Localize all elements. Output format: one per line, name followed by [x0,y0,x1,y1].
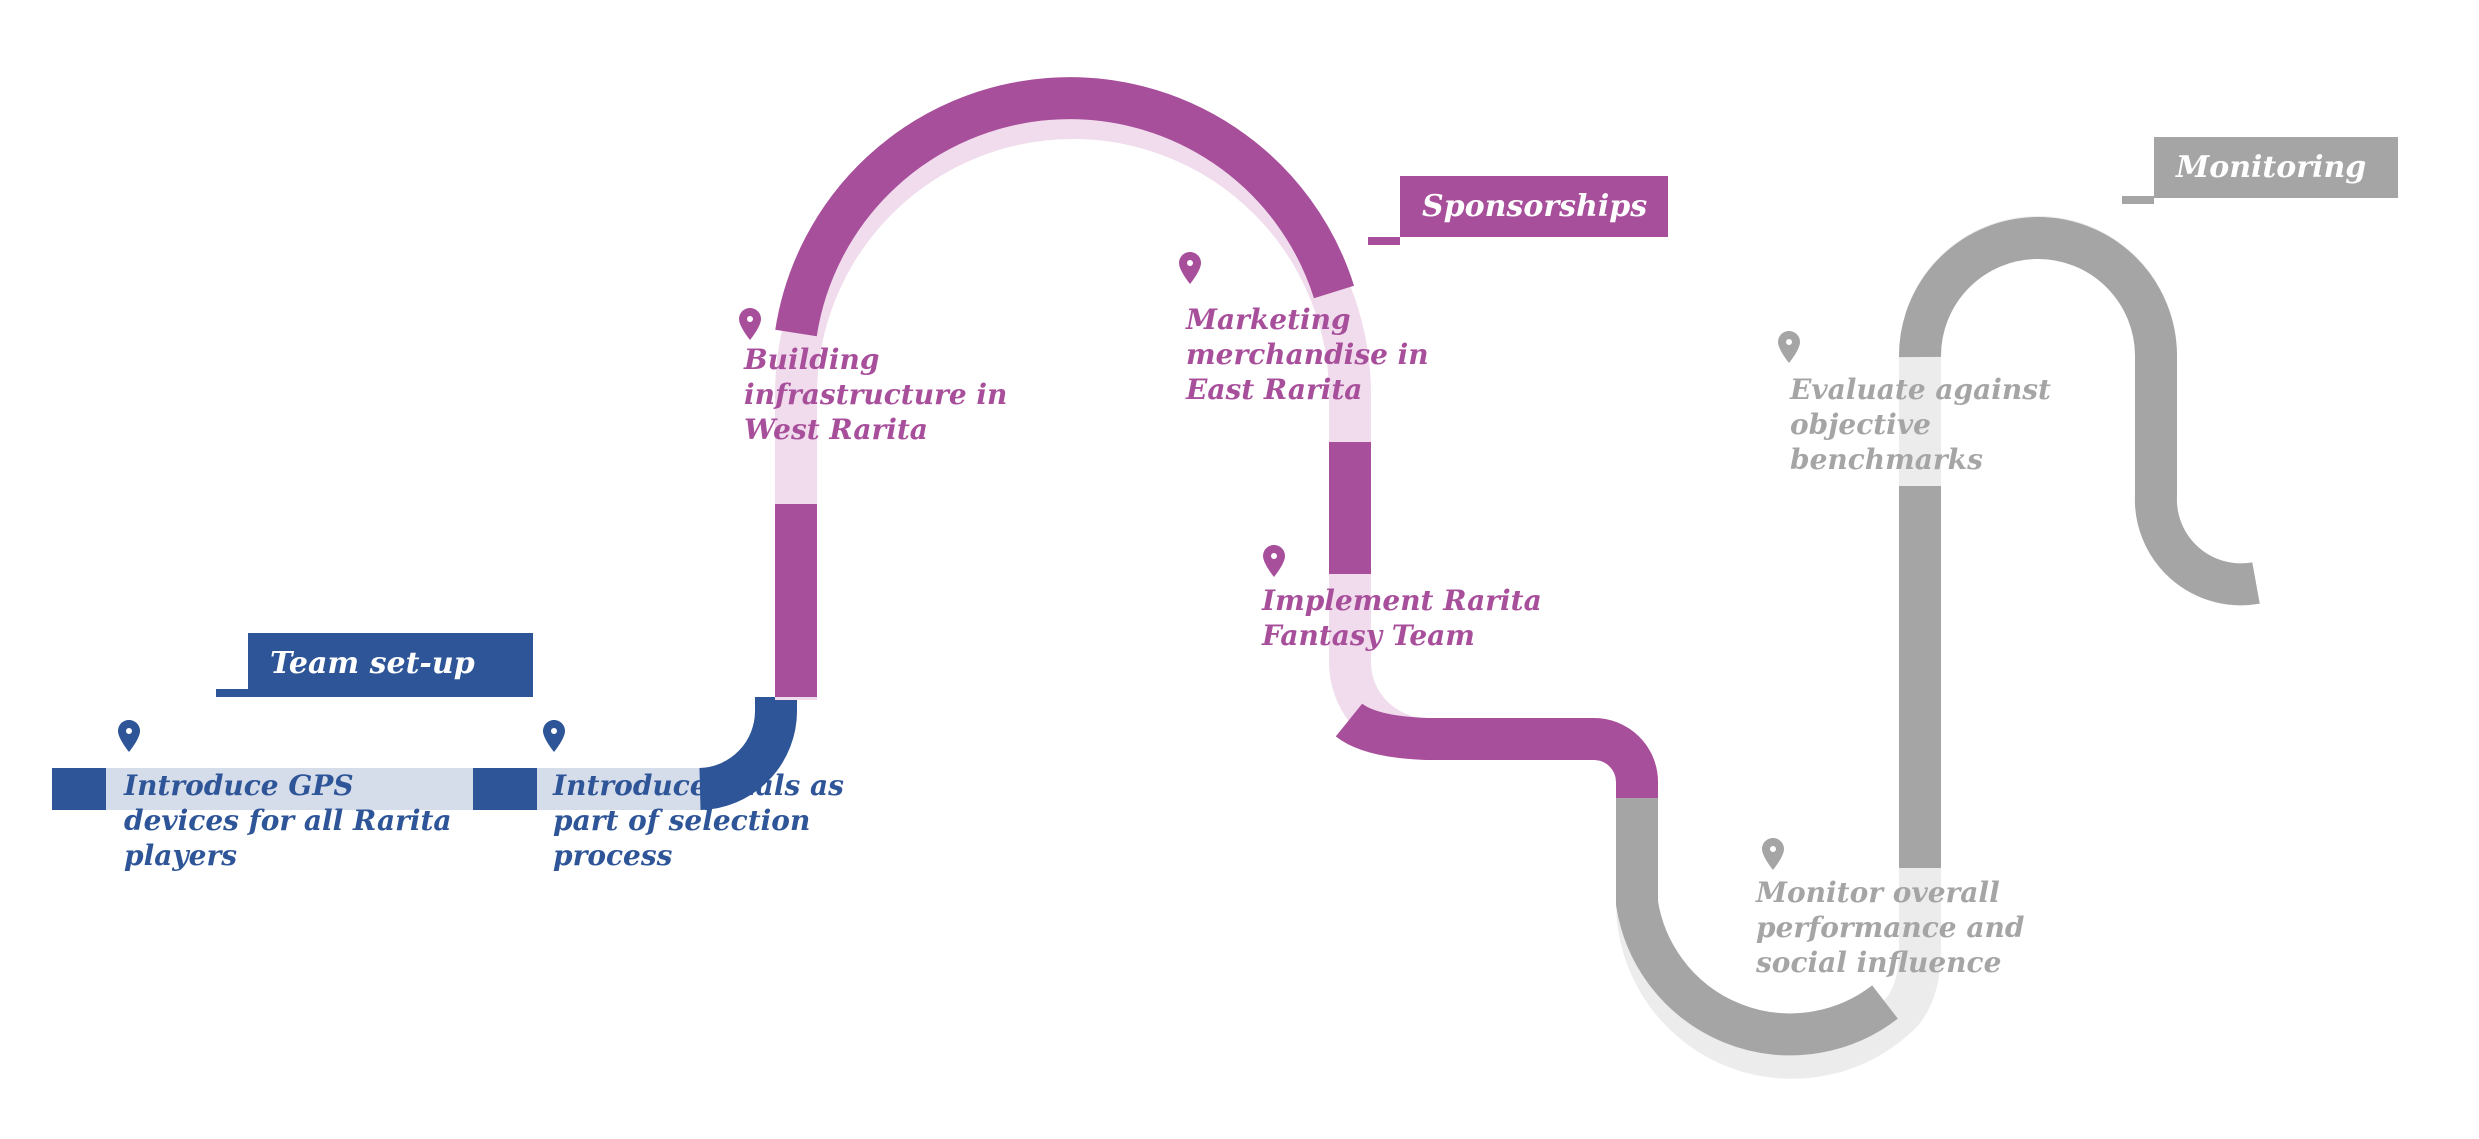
milestone-label-merchandise: Marketing merchandise in East Rarita [1186,303,1429,406]
road-segment-monitoring-dark-1 [1616,798,1898,1056]
tag-notch-sponsorships [1368,237,1400,245]
milestone-label-evaluate: Evaluate against objective benchmarks [1790,373,2051,476]
milestone-label-infrastructure: Building infrastructure in West Rarita [744,343,1008,446]
map-pin-icon [1762,838,1784,870]
map-pin-icon [739,308,761,340]
map-pin-icon [543,720,565,752]
map-pin-icon [1778,331,1800,363]
phase-tag-monitoring: Monitoring [2154,137,2398,198]
milestone-label-fantasy: Implement Rarita Fantasy Team [1262,584,1542,652]
milestone-label-gps: Introduce GPS devices for all Rarita pla… [124,769,452,872]
phase-title: Monitoring [2176,150,2367,185]
road-segment-monitoring-dark-3 [1898,217,2260,606]
map-pin-icon [1179,252,1201,284]
road-segment-sponsorships-dark-4 [1335,702,1658,800]
road-segment-sponsorships-dark-2 [775,77,1355,337]
tag-notch-team [216,689,248,697]
phase-tag-team-set-up: Team set-up [248,633,533,697]
phase-title: Team set-up [270,646,475,681]
milestone-label-trials: Introduce trials as part of selection pr… [553,769,844,872]
road-segment-team-dark-3 [698,697,797,810]
map-pin-icon [118,720,140,752]
phase-tag-sponsorships: Sponsorships [1400,176,1668,237]
map-pin-icon [1263,545,1285,577]
milestone-label-monitor: Monitor overall performance and social i… [1756,876,2025,979]
tag-notch-monitoring [2122,196,2154,204]
phase-title: Sponsorships [1422,189,1648,224]
